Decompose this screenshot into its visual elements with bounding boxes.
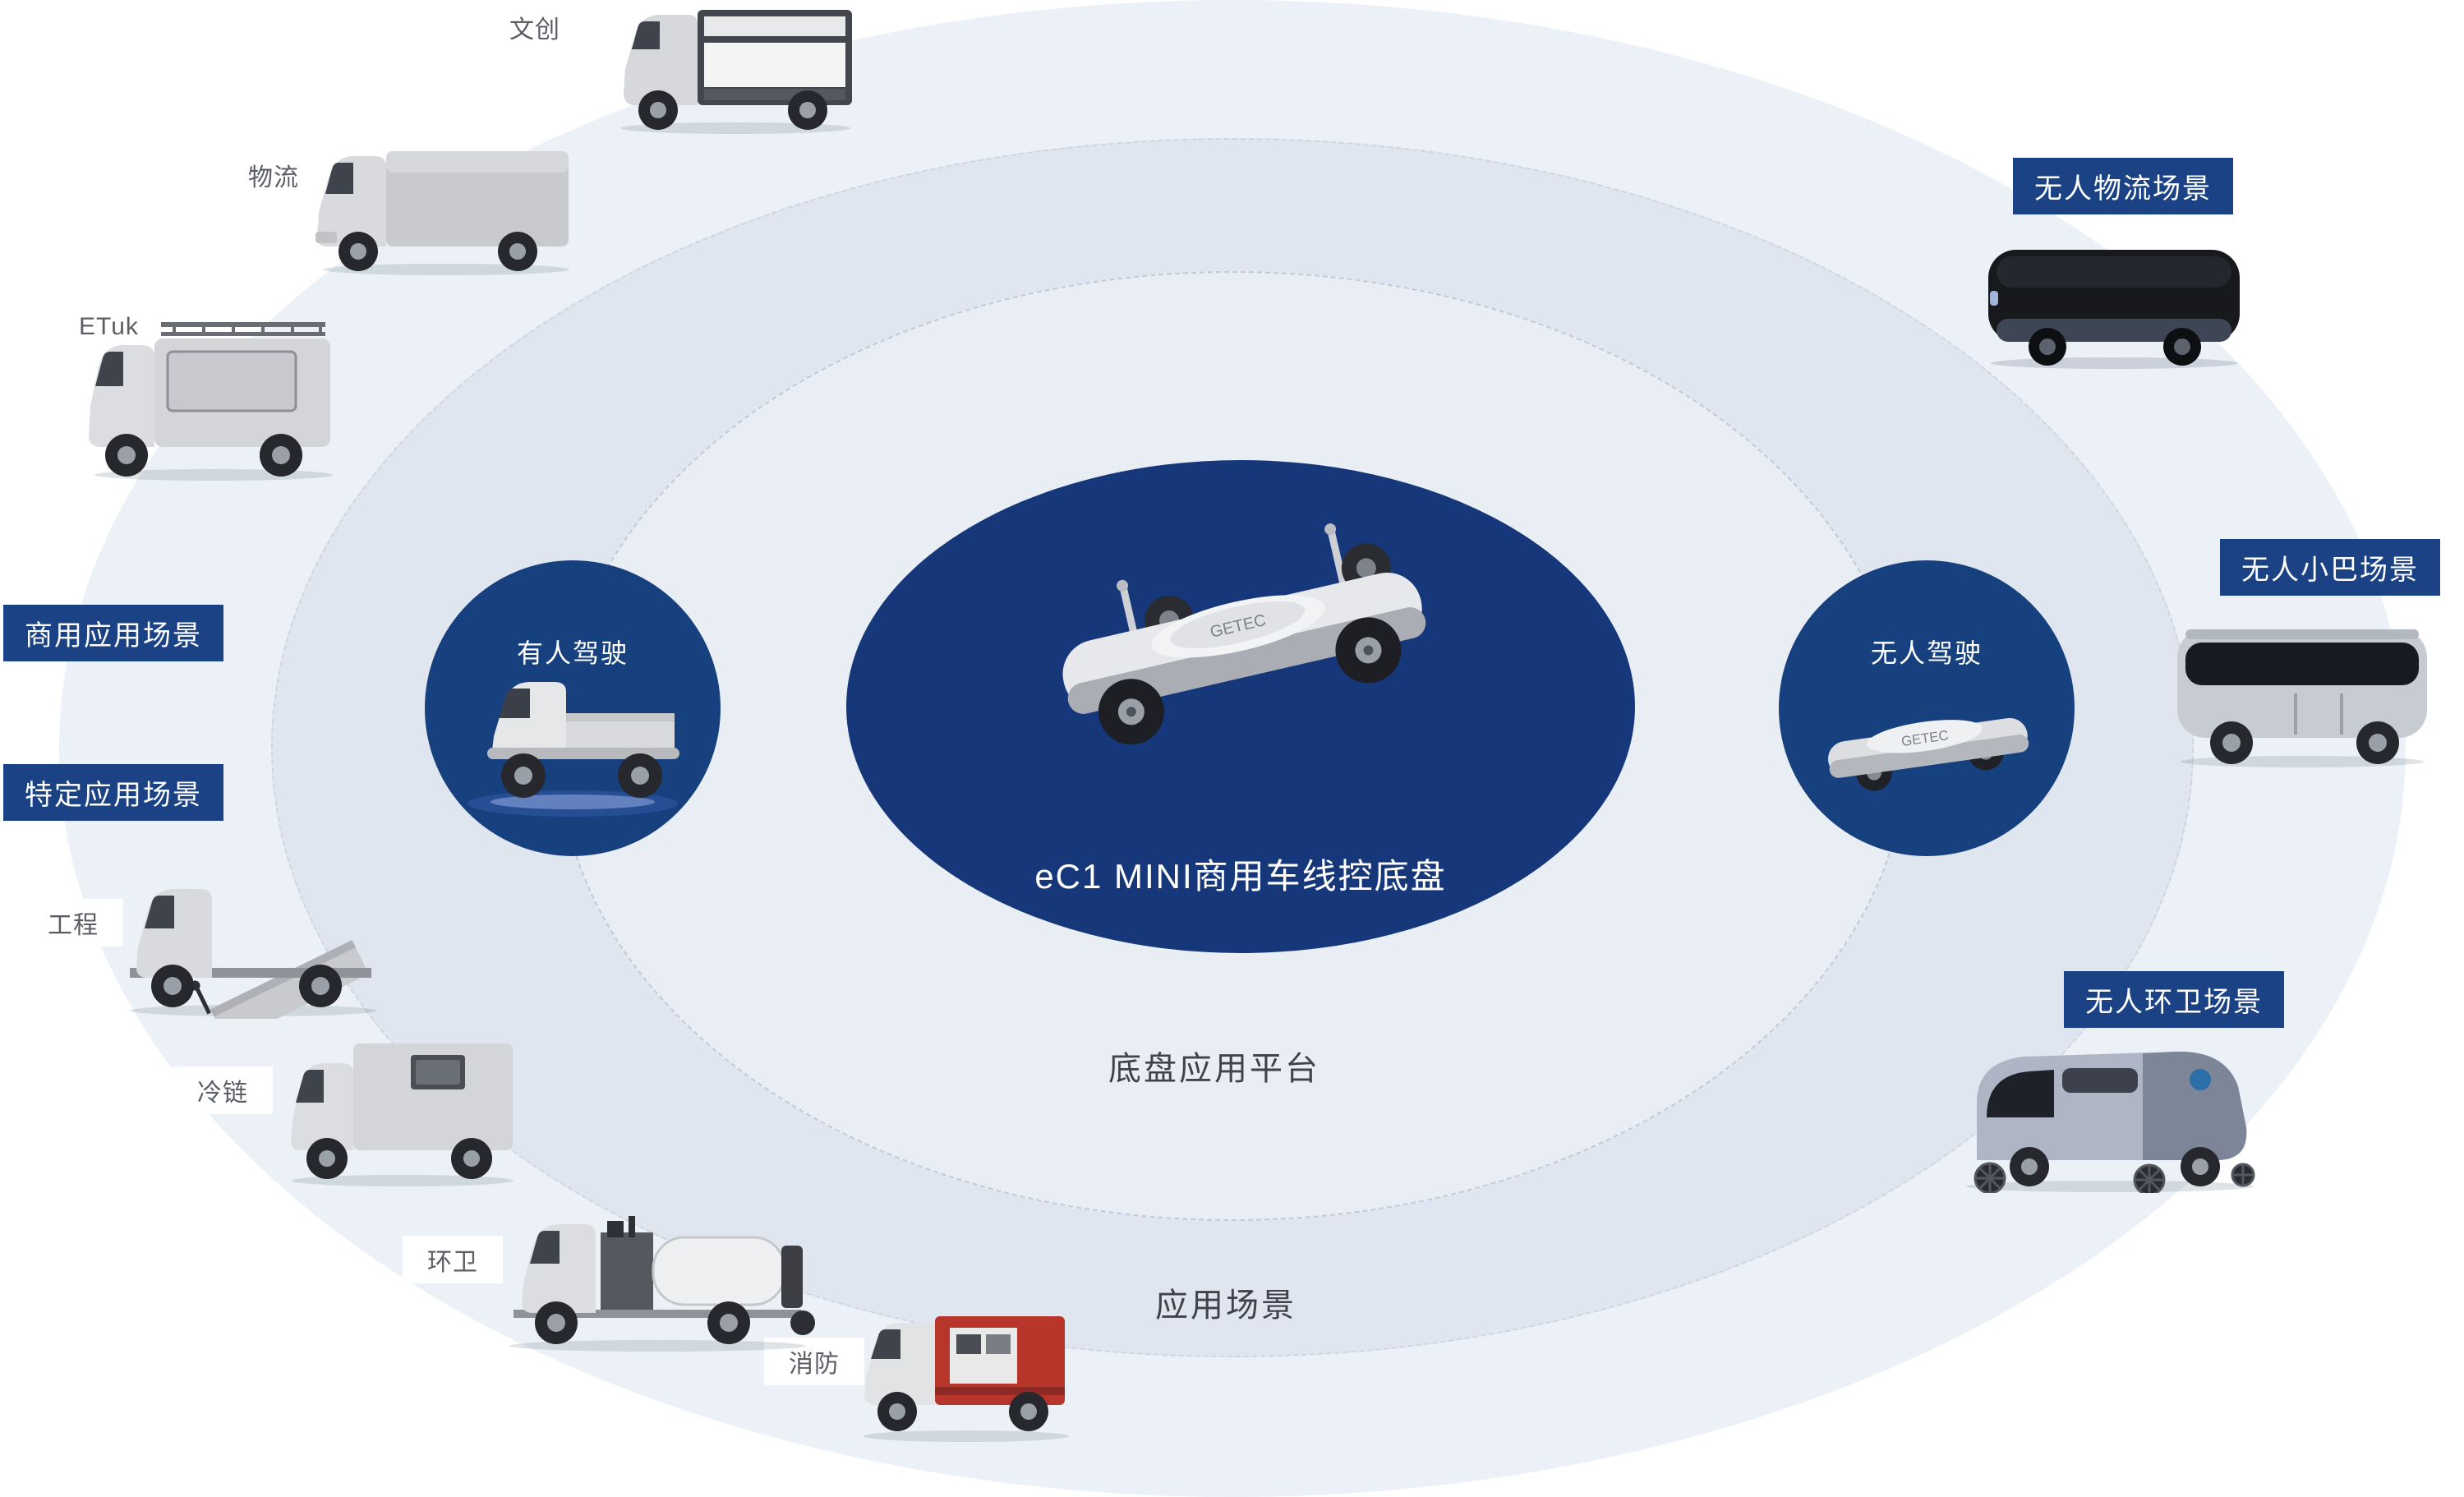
- platform-ring-label: 底盘应用平台: [1108, 1051, 1320, 1087]
- food-truck-icon: [620, 10, 852, 134]
- autonomous-chassis-icon: GETEC: [1828, 717, 2029, 791]
- tag-cultural: 文创: [485, 3, 585, 51]
- unmanned-driving-label: 无人驾驶: [1870, 638, 1983, 668]
- box-van-icon: [315, 151, 569, 275]
- center-title: eC1 MINI商用车线控底盘: [1034, 857, 1447, 896]
- tag-sanitation: 环卫: [403, 1236, 503, 1283]
- unmanned-minibus-badge: 无人小巴场景: [2220, 539, 2440, 596]
- minibus-icon: [2177, 629, 2427, 767]
- unmanned-logistics-van-illustration: [1978, 240, 2250, 371]
- etuk-icon: [89, 322, 333, 481]
- scenario-ring-label: 应用场景: [1155, 1287, 1296, 1324]
- fire-truck-illustration: [853, 1308, 1075, 1444]
- unmanned-minibus-illustration: [2171, 618, 2434, 770]
- etuk-van-illustration: [82, 319, 337, 483]
- dump-truck-icon: [130, 889, 376, 1019]
- engineering-truck-illustration: [113, 863, 385, 1019]
- cultural-truck-illustration: [612, 5, 859, 136]
- autonomous-black-van-icon: [1988, 250, 2240, 369]
- street-sweeper-icon: [1966, 1051, 2255, 1193]
- tag-engineering: 工程: [23, 899, 123, 947]
- tag-logistics: 物流: [223, 151, 324, 199]
- tag-etuk: ETuk: [54, 307, 163, 347]
- unmanned-sweeper-illustration: [1954, 1037, 2266, 1193]
- refrigerated-truck-icon: [291, 1043, 514, 1186]
- manned-driving-label: 有人驾驶: [516, 638, 629, 668]
- ec1-chassis-illustration: GETEC: [994, 473, 1487, 802]
- tag-cold-chain: 冷链: [173, 1066, 273, 1114]
- cold-chain-truck-illustration: [281, 1037, 519, 1189]
- unmanned-driving-circle: 无人驾驶 GETEC: [1779, 560, 2075, 856]
- center-chassis-panel: GETEC eC1 MINI商用车线控底盘: [846, 460, 1635, 953]
- fire-truck-icon: [864, 1316, 1069, 1442]
- commercial-scenario-badge: 商用应用场景: [3, 605, 223, 661]
- skateboard-chassis-icon: GETEC: [1062, 523, 1426, 745]
- water-tank-truck-icon: [509, 1216, 815, 1352]
- tag-fire: 消防: [764, 1338, 864, 1385]
- pickup-truck-icon: [467, 682, 679, 817]
- logistics-van-illustration: [311, 146, 573, 278]
- specific-scenario-badge: 特定应用场景: [3, 764, 223, 821]
- unmanned-chassis-illustration: GETEC: [1805, 669, 2048, 817]
- unmanned-sanitation-badge: 无人环卫场景: [2064, 971, 2284, 1028]
- sanitation-truck-illustration: [497, 1198, 817, 1354]
- unmanned-logistics-badge: 无人物流场景: [2013, 158, 2233, 214]
- manned-pickup-illustration: [449, 666, 696, 822]
- manned-driving-circle: 有人驾驶: [425, 560, 721, 856]
